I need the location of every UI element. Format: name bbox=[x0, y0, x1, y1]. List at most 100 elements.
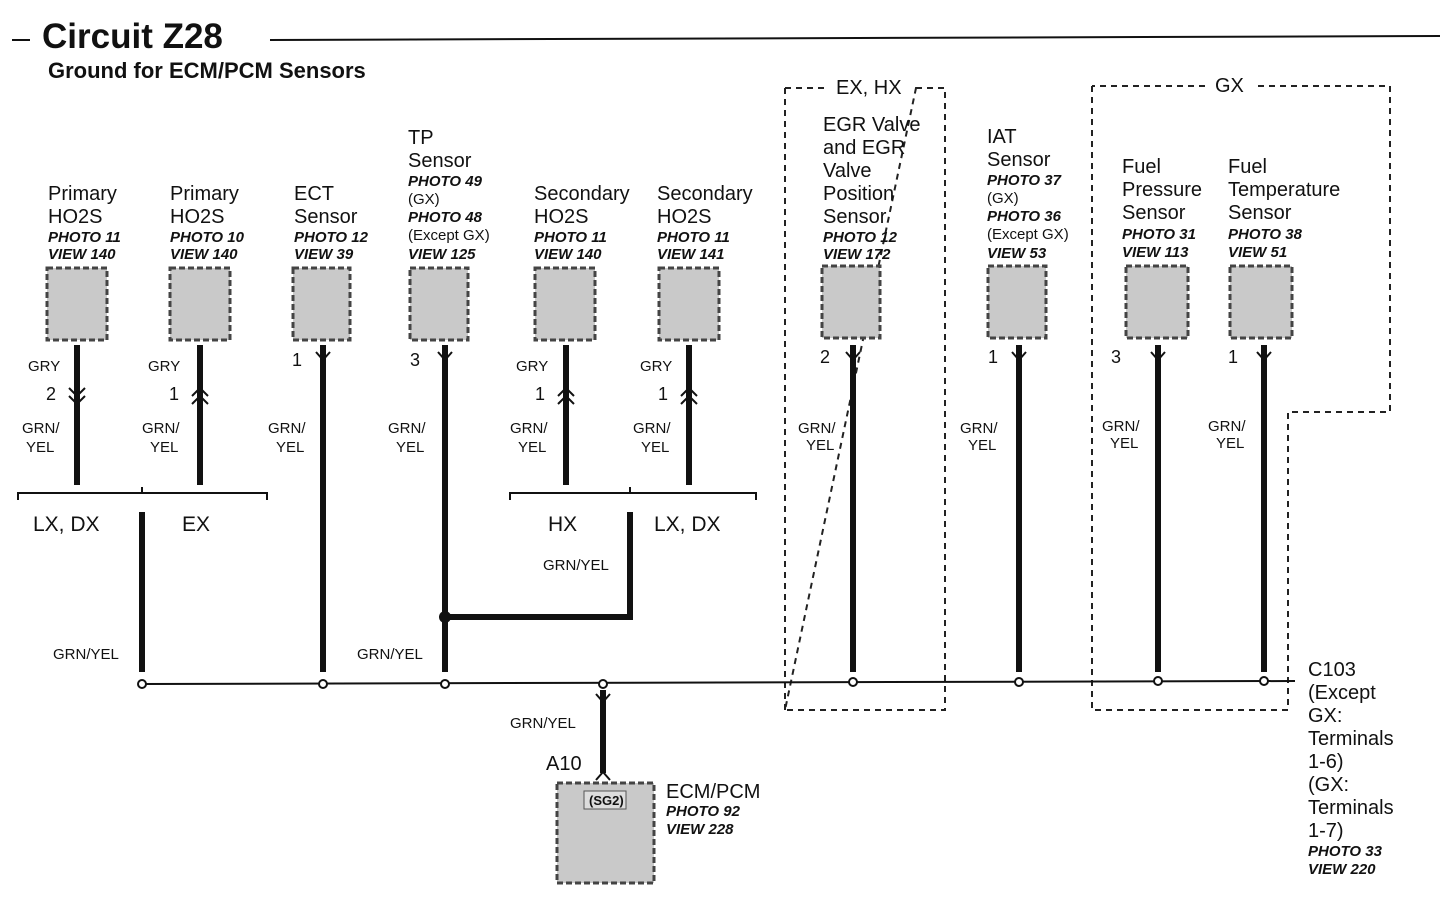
svg-text:C103: C103 bbox=[1308, 659, 1356, 681]
c103-label: C103 (Except GX: Terminals 1-6) (GX: Ter… bbox=[1308, 659, 1394, 878]
svg-text:PHOTO 11: PHOTO 11 bbox=[48, 229, 121, 246]
svg-text:Terminals: Terminals bbox=[1308, 728, 1394, 750]
variant-lx-dx-right: LX, DX bbox=[654, 513, 721, 536]
svg-text:YEL: YEL bbox=[518, 439, 546, 456]
svg-text:PHOTO 12: PHOTO 12 bbox=[823, 229, 898, 246]
pin-numbers: 2 1 1 3 1 1 2 1 3 1 bbox=[46, 347, 1238, 404]
svg-text:1-7): 1-7) bbox=[1308, 820, 1344, 842]
svg-text:1: 1 bbox=[169, 384, 179, 404]
svg-text:PHOTO 49: PHOTO 49 bbox=[408, 173, 483, 190]
svg-text:Sensor: Sensor bbox=[294, 206, 358, 228]
svg-text:Sensor: Sensor bbox=[823, 206, 887, 228]
svg-text:Sensor: Sensor bbox=[408, 150, 472, 172]
fuel-temperature-sensor-connector bbox=[1228, 264, 1294, 340]
svg-text:Sensor: Sensor bbox=[987, 149, 1051, 171]
svg-text:GRN/: GRN/ bbox=[22, 420, 60, 437]
svg-text:3: 3 bbox=[410, 350, 420, 370]
svg-text:Pressure: Pressure bbox=[1122, 179, 1202, 201]
primary-ho2s-1-connector bbox=[45, 266, 109, 342]
svg-text:PHOTO 37: PHOTO 37 bbox=[987, 172, 1062, 189]
svg-text:GRN/: GRN/ bbox=[633, 420, 671, 437]
svg-text:Primary: Primary bbox=[170, 183, 239, 205]
svg-text:Primary: Primary bbox=[48, 183, 117, 205]
svg-text:Sensor: Sensor bbox=[1122, 202, 1186, 224]
svg-text:HO2S: HO2S bbox=[48, 206, 102, 228]
secondary-ho2s-1-label: Secondary HO2S PHOTO 11 VIEW 140 bbox=[534, 183, 630, 263]
svg-text:1-6): 1-6) bbox=[1308, 751, 1344, 773]
svg-text:2: 2 bbox=[46, 384, 56, 404]
svg-text:PHOTO 12: PHOTO 12 bbox=[294, 229, 369, 246]
svg-text:GRY: GRY bbox=[640, 358, 672, 375]
svg-text:VIEW 172: VIEW 172 bbox=[823, 246, 891, 263]
svg-text:HO2S: HO2S bbox=[170, 206, 224, 228]
svg-text:YEL: YEL bbox=[968, 437, 996, 454]
svg-text:(Except GX): (Except GX) bbox=[408, 227, 490, 244]
tp-sensor-connector bbox=[408, 266, 470, 342]
svg-text:(SG2): (SG2) bbox=[589, 793, 624, 808]
svg-text:Sensor: Sensor bbox=[1228, 202, 1292, 224]
iat-sensor-label: IAT Sensor PHOTO 37 (GX) PHOTO 36 (Excep… bbox=[987, 126, 1069, 262]
variant-ex: EX bbox=[182, 513, 210, 536]
svg-text:PHOTO 11: PHOTO 11 bbox=[657, 229, 730, 246]
svg-text:VIEW 228: VIEW 228 bbox=[666, 821, 734, 838]
splice-point bbox=[439, 611, 451, 623]
svg-text:PHOTO 11: PHOTO 11 bbox=[534, 229, 607, 246]
gx-box bbox=[1091, 85, 1391, 711]
svg-text:VIEW 125: VIEW 125 bbox=[408, 246, 476, 263]
svg-text:3: 3 bbox=[1111, 347, 1121, 367]
fuel-pressure-sensor-connector bbox=[1124, 264, 1190, 340]
svg-text:and EGR: and EGR bbox=[823, 137, 905, 159]
tp-sensor-label: TP Sensor PHOTO 49 (GX) PHOTO 48 (Except… bbox=[408, 127, 490, 263]
svg-text:YEL: YEL bbox=[150, 439, 178, 456]
egr-sensor-label: EGR Valve and EGR Valve Position Sensor … bbox=[823, 114, 920, 263]
primary-ho2s-2-connector bbox=[168, 266, 232, 342]
svg-text:PHOTO 10: PHOTO 10 bbox=[170, 229, 245, 246]
svg-text:1: 1 bbox=[1228, 347, 1238, 367]
svg-text:Temperature: Temperature bbox=[1228, 179, 1340, 201]
svg-text:YEL: YEL bbox=[396, 439, 424, 456]
svg-text:GRN/: GRN/ bbox=[510, 420, 548, 437]
svg-text:VIEW 51: VIEW 51 bbox=[1228, 244, 1287, 261]
svg-text:Fuel: Fuel bbox=[1122, 156, 1161, 178]
svg-text:ECM/PCM: ECM/PCM bbox=[666, 781, 760, 803]
svg-text:Terminals: Terminals bbox=[1308, 797, 1394, 819]
svg-text:YEL: YEL bbox=[276, 439, 304, 456]
svg-text:Secondary: Secondary bbox=[534, 183, 630, 205]
svg-text:1: 1 bbox=[988, 347, 998, 367]
svg-text:GRY: GRY bbox=[516, 358, 548, 375]
fuel-pressure-sensor-label: Fuel Pressure Sensor PHOTO 31 VIEW 113 bbox=[1122, 156, 1202, 261]
header-rule-right bbox=[269, 35, 1441, 41]
svg-text:VIEW 140: VIEW 140 bbox=[170, 246, 238, 263]
bracket-hx-lx-dx bbox=[509, 487, 757, 500]
svg-text:PHOTO 48: PHOTO 48 bbox=[408, 209, 483, 226]
svg-text:GRY: GRY bbox=[148, 358, 180, 375]
gx-label: GX bbox=[1215, 75, 1244, 97]
svg-text:Valve: Valve bbox=[823, 160, 872, 182]
svg-text:1: 1 bbox=[535, 384, 545, 404]
ecm-pcm-label: A10 (SG2) ECM/PCM PHOTO 92 VIEW 228 bbox=[546, 753, 760, 838]
svg-text:IAT: IAT bbox=[987, 126, 1017, 148]
svg-text:VIEW 53: VIEW 53 bbox=[987, 245, 1047, 262]
svg-text:GRN/: GRN/ bbox=[142, 420, 180, 437]
svg-text:YEL: YEL bbox=[641, 439, 669, 456]
svg-text:PHOTO 33: PHOTO 33 bbox=[1308, 843, 1383, 860]
inline-connector-marks bbox=[68, 351, 1272, 781]
svg-text:GRN/YEL: GRN/YEL bbox=[357, 646, 423, 663]
svg-text:PHOTO 92: PHOTO 92 bbox=[666, 803, 741, 820]
svg-text:(Except GX): (Except GX) bbox=[987, 226, 1069, 243]
svg-text:VIEW 113: VIEW 113 bbox=[1122, 244, 1189, 261]
secondary-ho2s-2-connector bbox=[657, 266, 721, 342]
svg-text:GX:: GX: bbox=[1308, 705, 1342, 727]
variant-lx-dx-left: LX, DX bbox=[33, 513, 100, 536]
svg-text:GRN/YEL: GRN/YEL bbox=[510, 715, 576, 732]
c103-terminals bbox=[137, 676, 1269, 689]
svg-text:VIEW 140: VIEW 140 bbox=[48, 246, 116, 263]
svg-text:GRN/: GRN/ bbox=[798, 420, 836, 437]
svg-text:VIEW 140: VIEW 140 bbox=[534, 246, 602, 263]
ect-sensor-label: ECT Sensor PHOTO 12 VIEW 39 bbox=[294, 183, 369, 263]
svg-text:Position: Position bbox=[823, 183, 894, 205]
bracket-lx-dx-ex bbox=[17, 487, 268, 500]
ex-hx-box bbox=[783, 87, 946, 711]
svg-text:TP: TP bbox=[408, 127, 434, 149]
